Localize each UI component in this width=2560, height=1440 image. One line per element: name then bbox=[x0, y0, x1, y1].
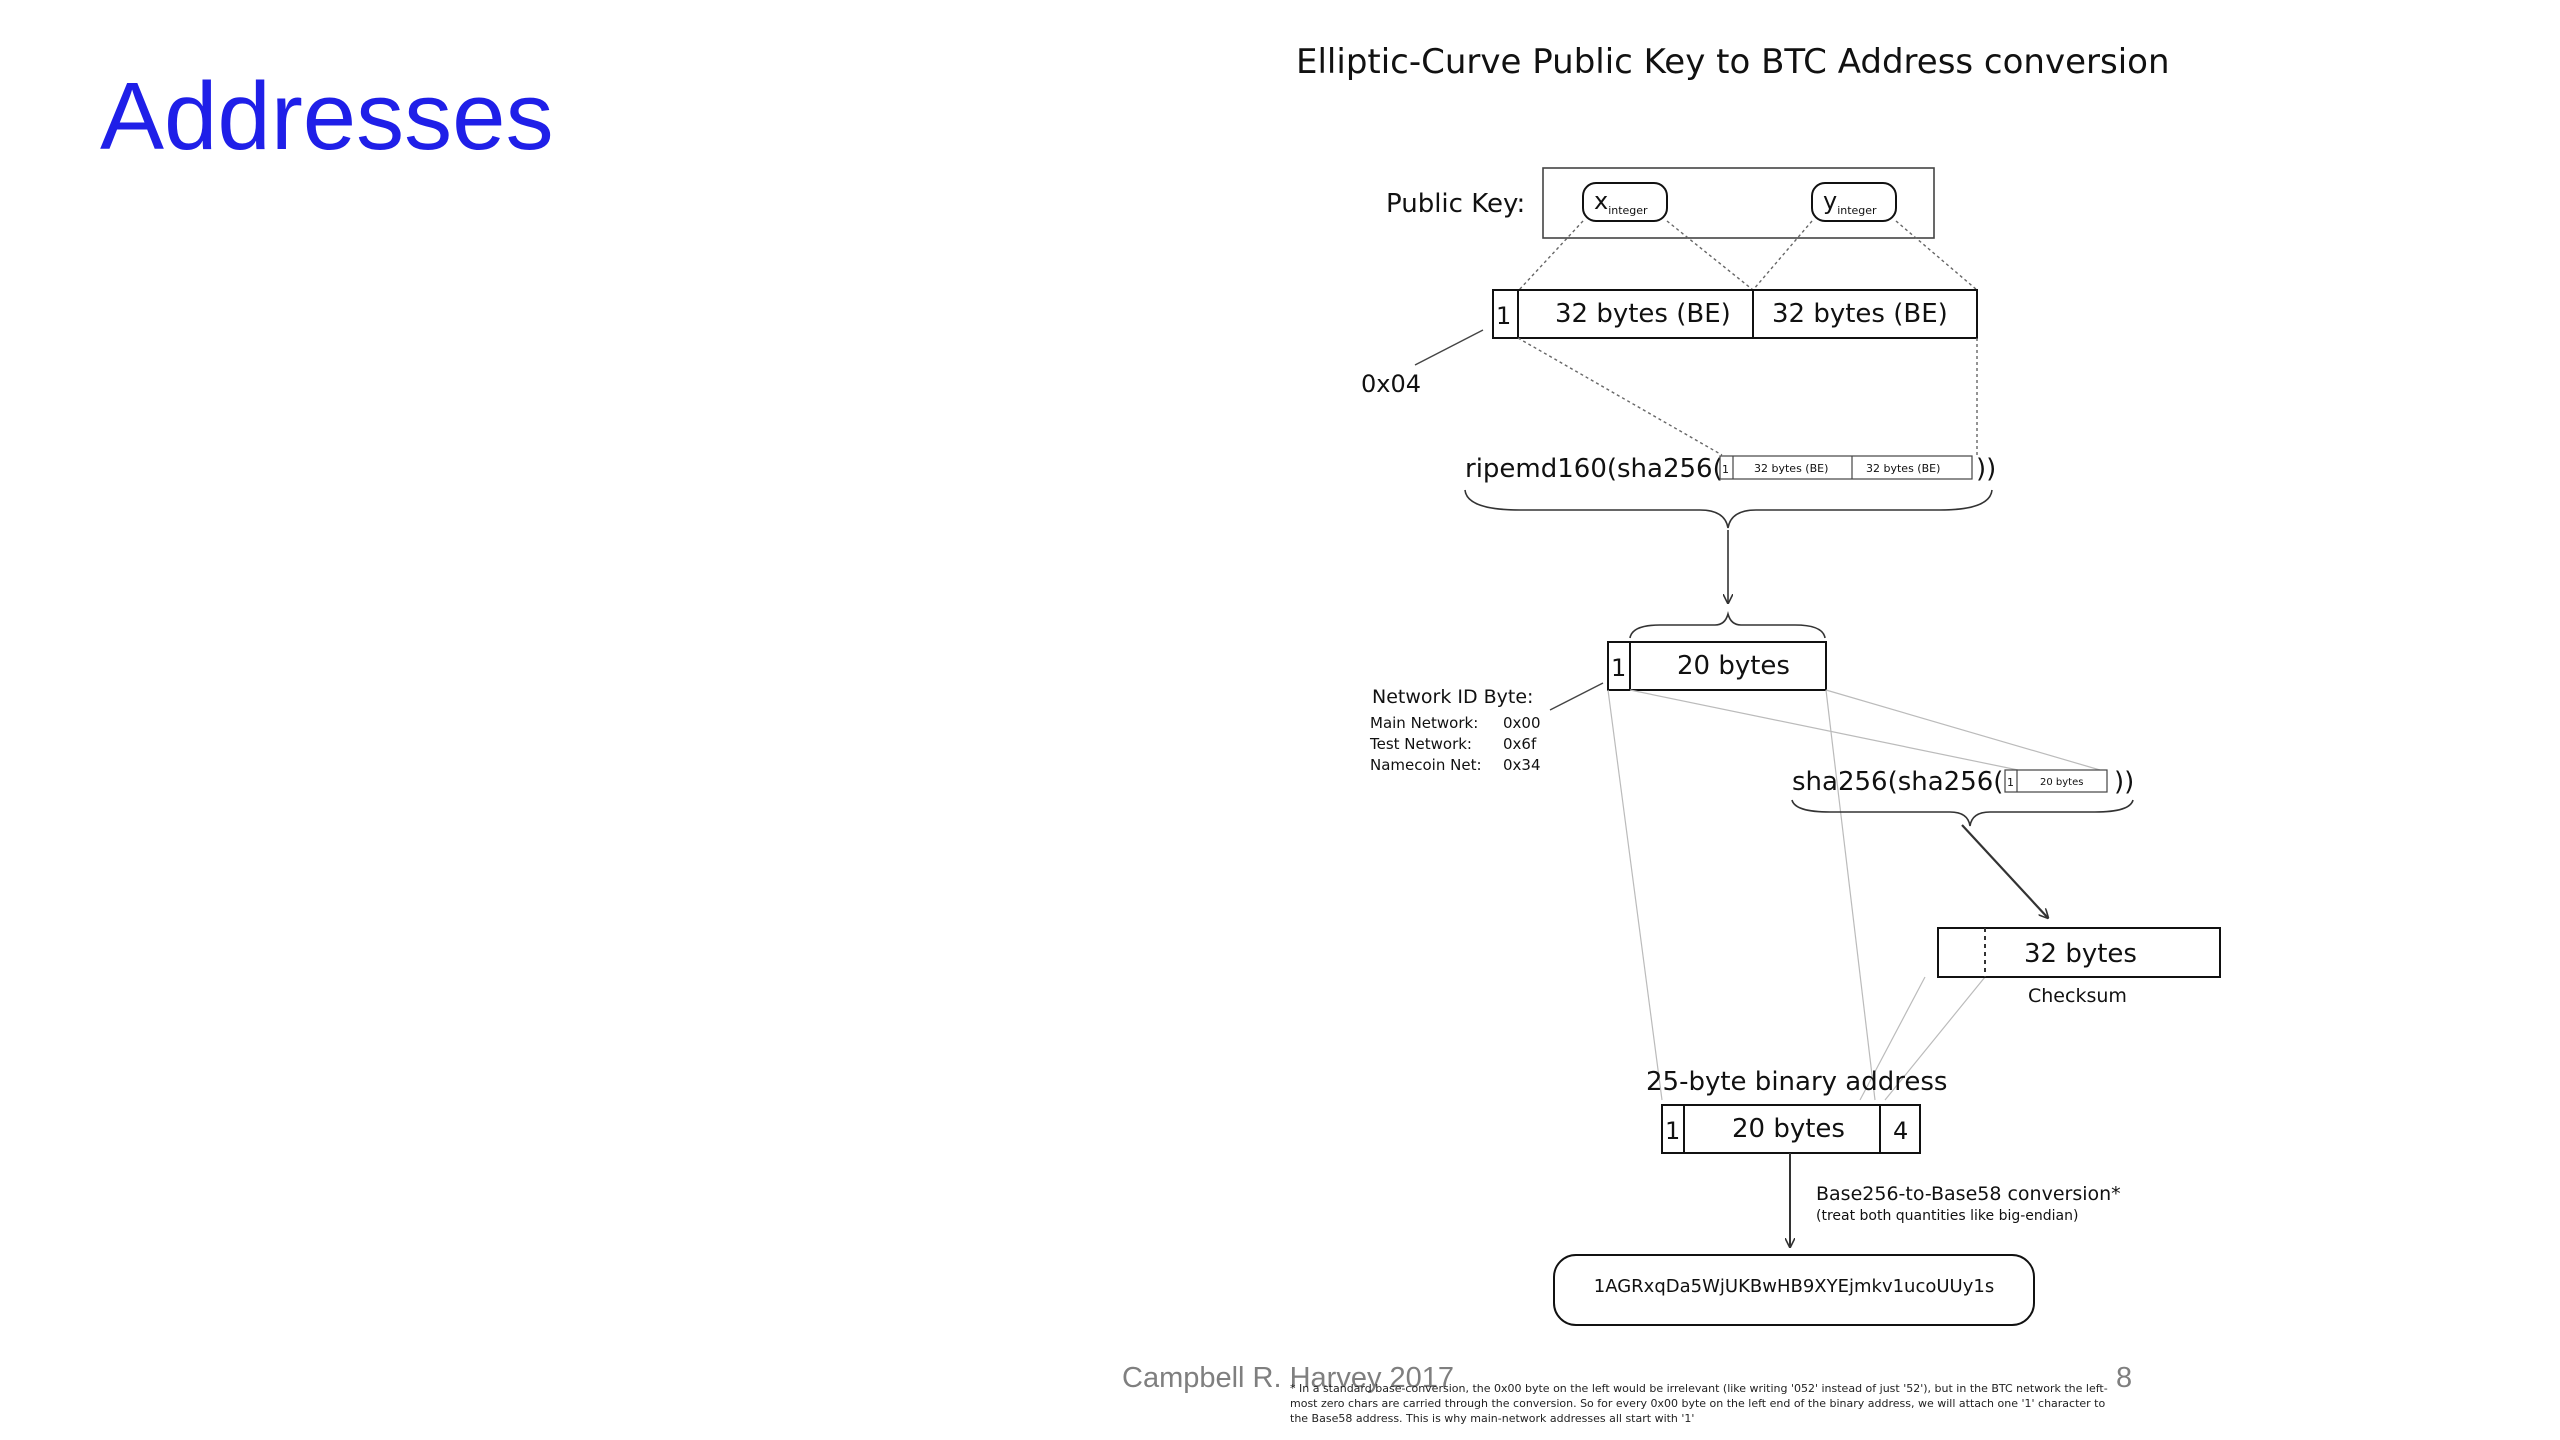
bitcoin-address: 1AGRxqDa5WjUKBwHB9XYEjmkv1ucoUUy1s bbox=[1594, 1276, 1994, 1297]
base58-note: (treat both quantities like big-endian) bbox=[1816, 1208, 2078, 1224]
y-sub: integer bbox=[1837, 204, 1877, 217]
y-integer-pill bbox=[1811, 182, 1897, 222]
mini-key-bytes: 1 32 bytes (BE) 32 bytes (BE) bbox=[1719, 455, 1973, 480]
svg-text:1: 1 bbox=[2007, 776, 2014, 789]
public-key-label: Public Key: bbox=[1386, 189, 1525, 219]
pubkey-mapping-lines bbox=[1518, 220, 1978, 291]
network-table: Main Network: 0x00 Test Network: 0x6f Na… bbox=[1369, 714, 1541, 774]
network-name-main: Main Network: bbox=[1370, 714, 1478, 732]
sha-brace bbox=[1791, 799, 2134, 827]
ripemd-close: )) bbox=[1976, 454, 1996, 484]
hash-bytes-label: 20 bytes bbox=[1677, 651, 1790, 681]
mini-hash-bytes: 1 20 bytes bbox=[2004, 769, 2108, 793]
network-value-test: 0x6f bbox=[1503, 735, 1537, 753]
hash-brace bbox=[1629, 610, 1826, 639]
uncompressed-key-bytes: 1 32 bytes (BE) 32 bytes (BE) bbox=[1492, 289, 1978, 339]
y-bytes-label: 32 bytes (BE) bbox=[1772, 299, 1948, 329]
base58-label: Base256-to-Base58 conversion* bbox=[1816, 1183, 2121, 1205]
binary-address-label: 25-byte binary address bbox=[1646, 1067, 1947, 1097]
svg-text:1: 1 bbox=[1611, 654, 1626, 682]
slide-title: Addresses bbox=[100, 63, 554, 170]
ripemd-expression: ripemd160(sha256( bbox=[1465, 454, 1723, 484]
checksum-label: Checksum bbox=[2028, 985, 2127, 1007]
footnote: * In a standard base-conversion, the 0x0… bbox=[1290, 1382, 2108, 1425]
svg-text:1: 1 bbox=[1665, 1117, 1680, 1145]
network-pointer bbox=[1549, 682, 1604, 711]
x-bytes-label: 32 bytes (BE) bbox=[1555, 299, 1731, 329]
network-value-namecoin: 0x34 bbox=[1503, 756, 1541, 774]
prefix-byte-label: 1 bbox=[1496, 302, 1511, 330]
versioned-hash-bytes: 1 20 bytes bbox=[1607, 641, 1827, 691]
faint-connectors bbox=[1607, 689, 2101, 1101]
x-sub: integer bbox=[1608, 204, 1648, 217]
key-to-hash-lines bbox=[1517, 337, 1978, 456]
x-integer-label: xinteger bbox=[1594, 187, 1648, 217]
y-integer-label: yinteger bbox=[1823, 187, 1877, 217]
network-value-main: 0x00 bbox=[1503, 714, 1541, 732]
prefix-value: 0x04 bbox=[1361, 370, 1421, 398]
checksum-bytes-label: 32 bytes bbox=[2024, 939, 2137, 969]
footer-author: Campbell R. Harvey 2017 bbox=[1122, 1362, 1455, 1394]
x-integer-pill bbox=[1582, 182, 1668, 222]
binary-address-bytes: 1 20 bytes 4 bbox=[1661, 1104, 1921, 1154]
page-number: 8 bbox=[2116, 1362, 2133, 1394]
y-main: y bbox=[1823, 187, 1837, 215]
svg-text:1: 1 bbox=[1722, 463, 1729, 476]
prefix-pointer bbox=[1414, 329, 1484, 366]
public-key-box bbox=[1542, 167, 1935, 239]
svg-text:32 bytes (BE): 32 bytes (BE) bbox=[1866, 462, 1940, 475]
sha-arrow bbox=[1961, 824, 2048, 918]
ripemd-brace bbox=[1464, 489, 1993, 529]
network-name-namecoin: Namecoin Net: bbox=[1370, 756, 1482, 774]
sha-close: )) bbox=[2114, 767, 2134, 797]
network-name-test: Test Network: bbox=[1369, 735, 1472, 753]
svg-text:32 bytes (BE): 32 bytes (BE) bbox=[1754, 462, 1828, 475]
diagram-title: Elliptic-Curve Public Key to BTC Address… bbox=[1296, 42, 2170, 82]
x-main: x bbox=[1594, 187, 1608, 215]
network-id-label: Network ID Byte: bbox=[1372, 686, 1533, 708]
address-box bbox=[1553, 1254, 2035, 1326]
address-hash-label: 20 bytes bbox=[1732, 1114, 1845, 1144]
checksum-hash-bytes: 32 bytes bbox=[1937, 927, 2221, 978]
sha-expression: sha256(sha256( bbox=[1792, 767, 2003, 797]
svg-text:20 bytes: 20 bytes bbox=[2040, 777, 2083, 788]
address-checksum-label: 4 bbox=[1893, 1117, 1908, 1145]
